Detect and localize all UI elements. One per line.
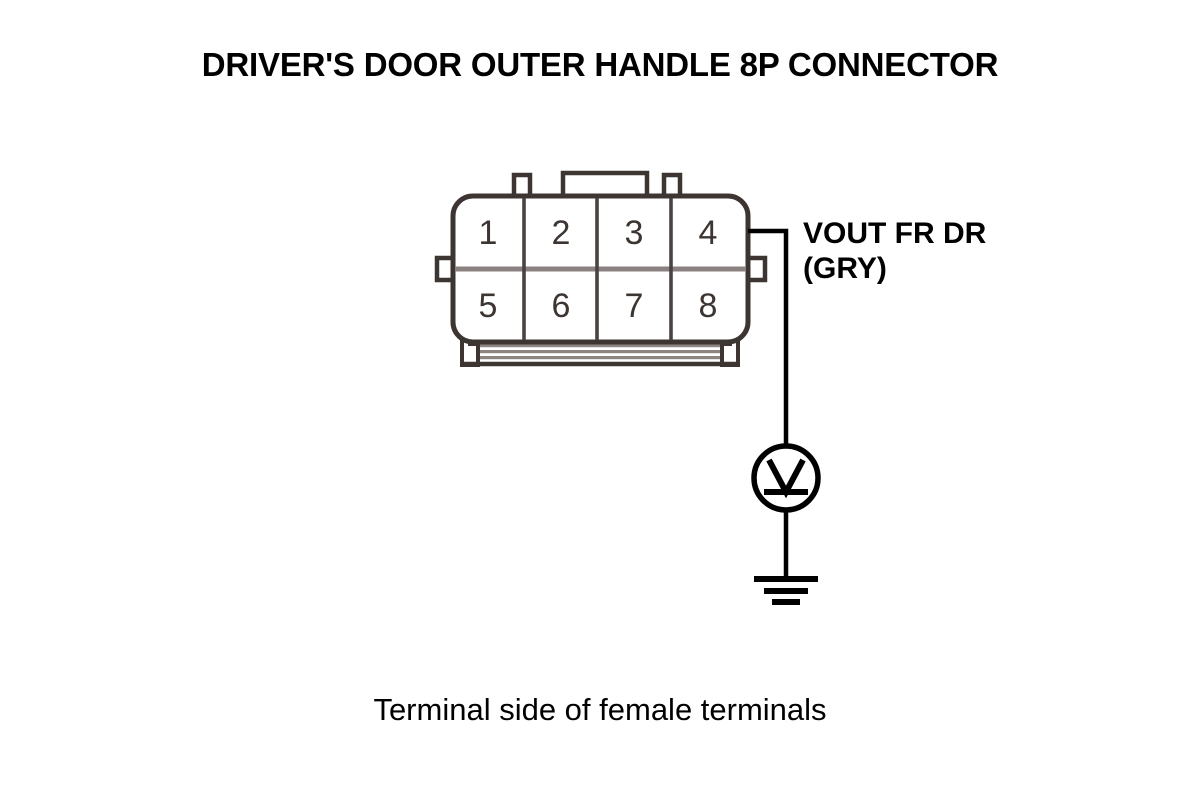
wire-label-line2: (GRY) <box>803 252 887 285</box>
bottom-band-stripes <box>476 344 724 360</box>
pin-label-7: 7 <box>624 287 644 325</box>
pin-label-2: 2 <box>551 214 571 252</box>
pin-label-1: 1 <box>478 214 498 252</box>
pin-label-8: 8 <box>698 287 718 325</box>
pin-label-4: 4 <box>698 214 718 252</box>
wire-label: VOUT FR DR (GRY) <box>803 216 986 286</box>
pin-label-5: 5 <box>478 287 498 325</box>
page-title: DRIVER'S DOOR OUTER HANDLE 8P CONNECTOR <box>201 46 999 83</box>
wire-line <box>748 228 789 446</box>
connector-body <box>450 193 751 345</box>
pin-label-3: 3 <box>624 214 644 252</box>
ground-symbol <box>754 576 818 605</box>
connector-bottom-flange <box>460 337 740 367</box>
wire-path <box>748 228 789 446</box>
pin-label-6: 6 <box>551 287 571 325</box>
voltmeter-symbol <box>751 443 821 513</box>
voltmeter-circle <box>751 443 821 513</box>
wire-label-line1: VOUT FR DR <box>803 217 987 250</box>
diagram-caption: Terminal side of female terminals <box>373 692 827 727</box>
